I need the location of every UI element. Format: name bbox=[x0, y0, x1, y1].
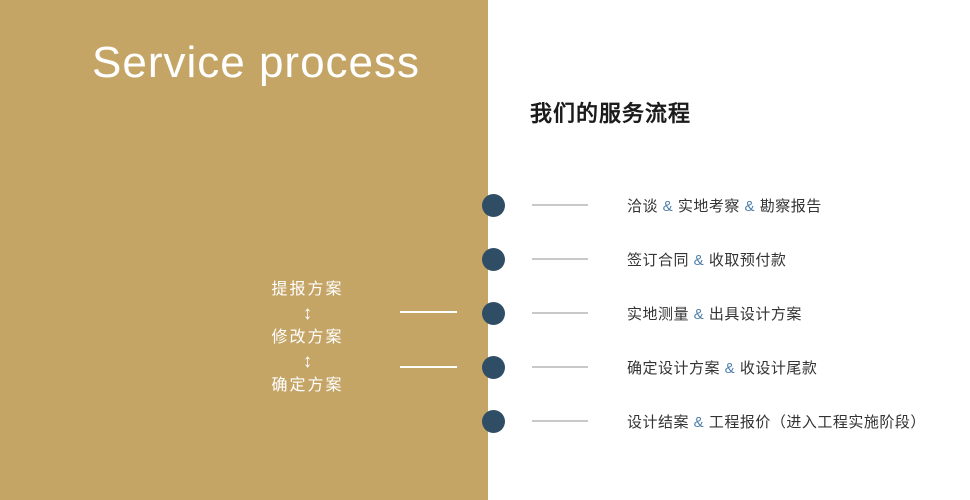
ampersand: & bbox=[720, 359, 740, 377]
updown-arrow-icon: ↕ bbox=[302, 351, 313, 372]
step-segment: 勘察报告 bbox=[759, 197, 822, 215]
step-segment: 设计结案 bbox=[627, 413, 690, 431]
bullet-dot-icon bbox=[482, 247, 505, 271]
step-segment: 确定设计方案 bbox=[627, 359, 721, 377]
step-text: 设计结案 & 工程报价（进入工程实施阶段） bbox=[627, 411, 926, 432]
timeline-line bbox=[532, 312, 588, 314]
step-text: 实地测量 & 出具设计方案 bbox=[627, 303, 802, 324]
flow-step-3: 确定方案 bbox=[271, 377, 344, 394]
timeline: 洽谈 & 实地考察 & 勘察报告 签订合同 & 收取预付款 实地测量 & 出具设… bbox=[482, 178, 926, 448]
timeline-row: 签订合同 & 收取预付款 bbox=[482, 232, 926, 286]
step-segment: 洽谈 bbox=[627, 197, 659, 215]
timeline-line bbox=[532, 204, 588, 206]
ampersand: & bbox=[658, 197, 678, 215]
connector-line bbox=[400, 311, 457, 313]
ampersand: & bbox=[739, 197, 760, 215]
flow-block: 提报方案 ↕ 修改方案 ↕ 确定方案 bbox=[250, 279, 365, 396]
bullet-dot-icon bbox=[482, 301, 505, 325]
timeline-row: 洽谈 & 实地考察 & 勘察报告 bbox=[482, 178, 926, 232]
step-text: 洽谈 & 实地考察 & 勘察报告 bbox=[627, 195, 822, 216]
step-segment: 工程报价（进入工程实施阶段） bbox=[708, 413, 926, 431]
ampersand: & bbox=[689, 251, 709, 269]
step-segment: 实地考察 bbox=[677, 197, 740, 215]
bullet-dot-icon bbox=[482, 355, 505, 379]
step-text: 签订合同 & 收取预付款 bbox=[627, 249, 786, 270]
ampersand: & bbox=[689, 413, 709, 431]
step-segment: 签订合同 bbox=[627, 251, 690, 269]
timeline-line bbox=[532, 420, 588, 422]
bullet-dot-icon bbox=[482, 193, 505, 217]
timeline-row: 实地测量 & 出具设计方案 bbox=[482, 286, 926, 340]
section-heading: 我们的服务流程 bbox=[530, 101, 692, 126]
step-text: 确定设计方案 & 收设计尾款 bbox=[627, 357, 817, 378]
left-panel: Service process 提报方案 ↕ 修改方案 ↕ 确定方案 bbox=[0, 0, 488, 500]
step-segment: 收取预付款 bbox=[708, 251, 787, 269]
step-segment: 收设计尾款 bbox=[739, 359, 818, 377]
updown-arrow-icon: ↕ bbox=[302, 303, 313, 324]
step-segment: 出具设计方案 bbox=[708, 305, 802, 323]
timeline-line bbox=[532, 366, 588, 368]
timeline-line bbox=[532, 258, 588, 260]
flow-step-2: 修改方案 bbox=[271, 329, 344, 346]
step-segment: 实地测量 bbox=[627, 305, 690, 323]
service-process-title: Service process bbox=[92, 38, 421, 87]
timeline-row: 设计结案 & 工程报价（进入工程实施阶段） bbox=[482, 394, 926, 448]
flow-step-1: 提报方案 bbox=[271, 281, 344, 298]
timeline-row: 确定设计方案 & 收设计尾款 bbox=[482, 340, 926, 394]
bullet-dot-icon bbox=[482, 409, 505, 433]
connector-line bbox=[400, 366, 457, 368]
ampersand: & bbox=[689, 305, 709, 323]
